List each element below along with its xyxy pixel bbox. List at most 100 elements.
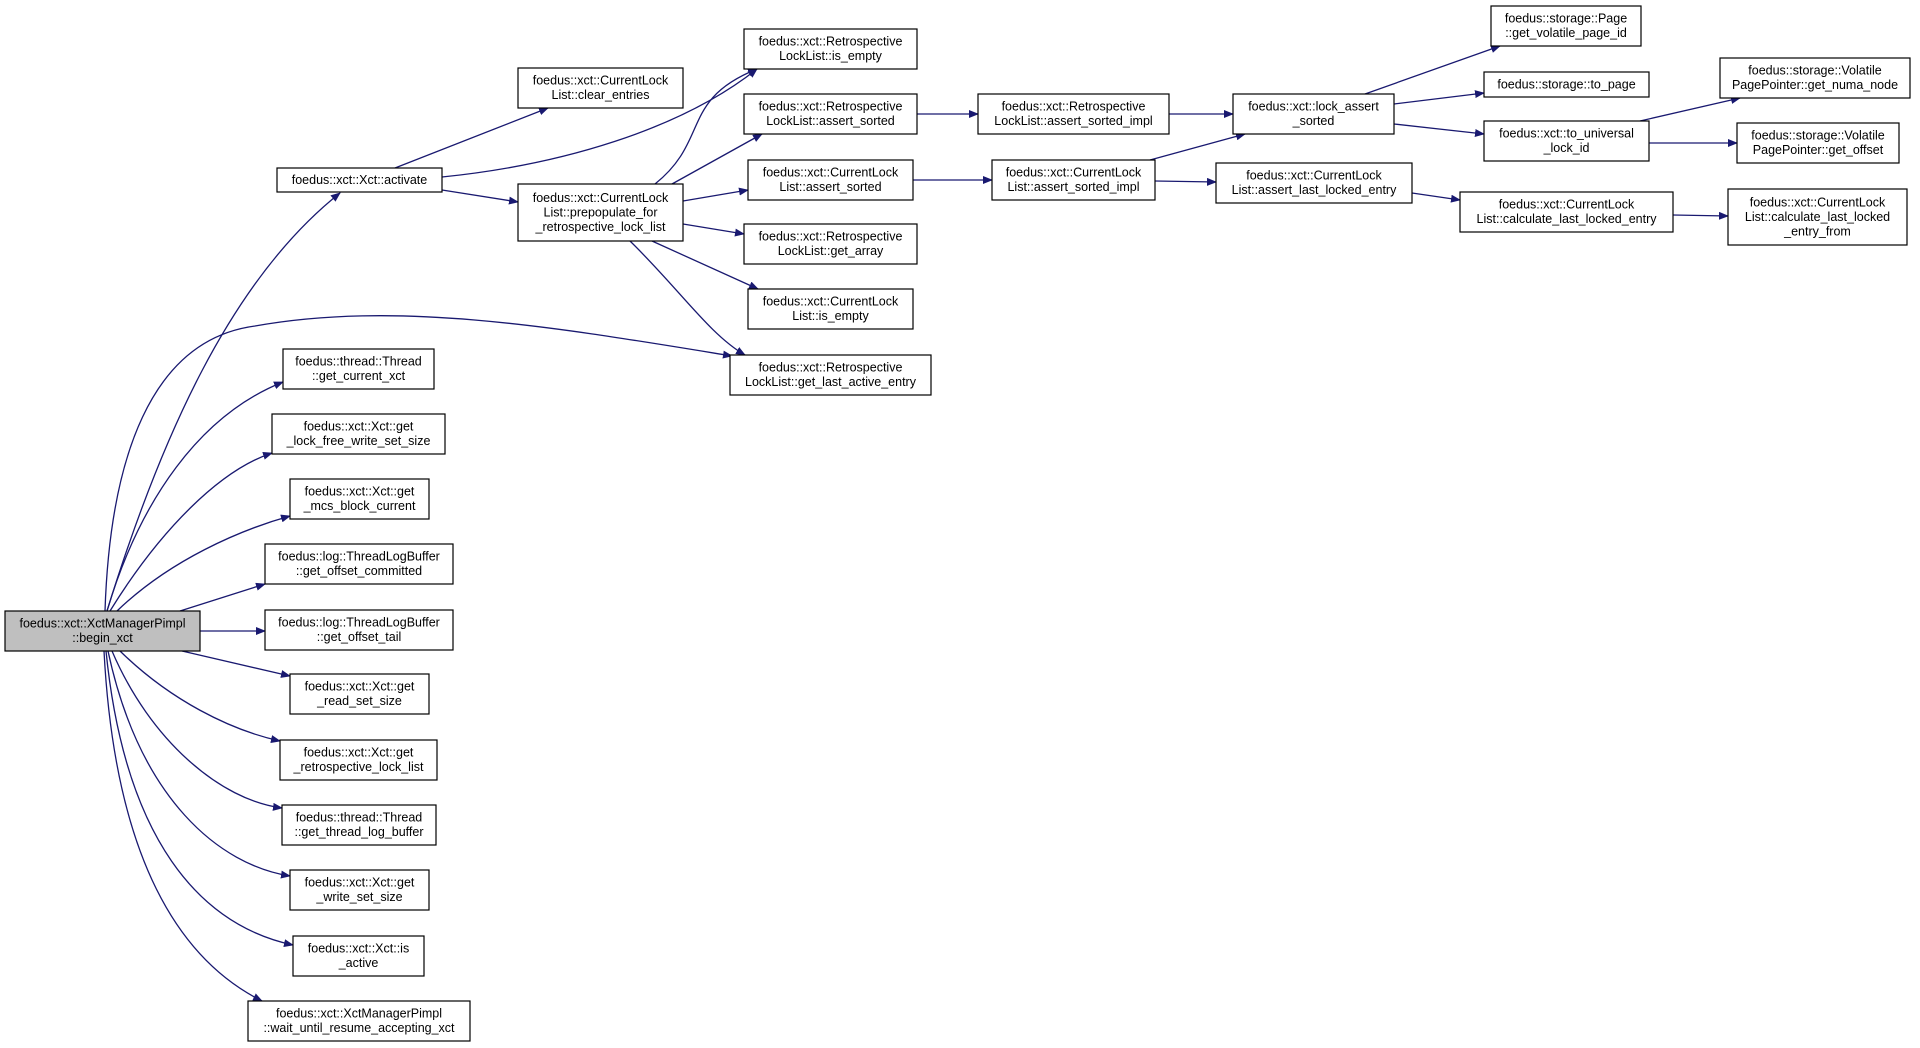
node-cur-assert-sorted-impl[interactable]: foedus::xct::CurrentLockList::assert_sor… [991, 159, 1156, 201]
node-label-line: _retrospective_lock_list [293, 760, 424, 774]
edge-root-to-is_active [105, 650, 294, 948]
node-label-line: foedus::xct::Xct::activate [292, 173, 428, 187]
node-label-line: _lock_id [1543, 141, 1590, 155]
node-get-thread-log[interactable]: foedus::thread::Thread::get_thread_log_b… [281, 804, 437, 846]
node-label-line: foedus::xct::Xct::get [305, 680, 415, 694]
node-label-line: _active [338, 956, 379, 970]
edge-root-to-get_write_set [107, 650, 291, 879]
node-box [1483, 120, 1650, 162]
node-label-line: List::assert_last_locked_entry [1232, 183, 1397, 197]
nodes-layer: foedus::xct::XctManagerPimpl::begin_xctf… [4, 5, 1911, 1042]
node-is-active[interactable]: foedus::xct::Xct::is_active [292, 935, 425, 977]
node-box [281, 804, 437, 846]
node-label-line: ::get_thread_log_buffer [294, 825, 423, 839]
node-activate[interactable]: foedus::xct::Xct::activate [276, 167, 443, 193]
node-clear-entries[interactable]: foedus::xct::CurrentLockList::clear_entr… [517, 67, 684, 109]
node-get-volatile-page-id[interactable]: foedus::storage::Page::get_volatile_page… [1490, 5, 1642, 47]
node-retro-get-array[interactable]: foedus::xct::RetrospectiveLockList::get_… [743, 223, 918, 265]
node-label-line: ::get_offset_tail [317, 630, 402, 644]
node-label-line: foedus::xct::Retrospective [1002, 100, 1146, 114]
node-label-line: LockList::assert_sorted_impl [994, 114, 1152, 128]
node-label-line: foedus::xct::CurrentLock [533, 191, 669, 205]
node-prepopulate[interactable]: foedus::xct::CurrentLockList::prepopulat… [517, 183, 684, 242]
node-box [747, 288, 914, 330]
node-label-line: ::get_volatile_page_id [1505, 26, 1627, 40]
node-box [271, 413, 446, 455]
node-root[interactable]: foedus::xct::XctManagerPimpl::begin_xct [4, 610, 201, 652]
node-assert-last-locked[interactable]: foedus::xct::CurrentLockList::assert_las… [1215, 162, 1413, 204]
node-get-numa-node[interactable]: foedus::storage::VolatilePagePointer::ge… [1719, 57, 1911, 99]
edge-root-to-get_thread_log [111, 650, 283, 811]
node-box [247, 1000, 471, 1042]
node-box [1232, 93, 1395, 135]
node-get-offset-tail[interactable]: foedus::log::ThreadLogBuffer::get_offset… [264, 609, 454, 651]
node-label-line: _write_set_size [315, 890, 402, 904]
node-label-line: foedus::xct::CurrentLock [1499, 198, 1635, 212]
edge-root-to-get_read_set [181, 650, 291, 678]
node-label-line: foedus::xct::lock_assert [1248, 100, 1379, 114]
node-calc-last-locked[interactable]: foedus::xct::CurrentLockList::calculate_… [1459, 191, 1674, 233]
node-label-line: LockList::is_empty [779, 49, 883, 63]
node-box [4, 610, 201, 652]
node-get-write-set[interactable]: foedus::xct::Xct::get_write_set_size [289, 869, 430, 911]
edge-root-to-get_current_xct [106, 381, 284, 612]
node-box [289, 478, 430, 520]
edges-layer [103, 45, 1741, 1002]
node-box [264, 543, 454, 585]
node-box [1727, 188, 1908, 246]
node-retro-assert-sorted[interactable]: foedus::xct::RetrospectiveLockList::asse… [743, 93, 918, 135]
node-label-line: foedus::xct::XctManagerPimpl [19, 617, 185, 631]
edge-root-to-wait_until [103, 650, 263, 1002]
node-to-page[interactable]: foedus::storage::to_page [1483, 71, 1650, 98]
node-box [747, 159, 914, 201]
node-label-line: _retrospective_lock_list [535, 220, 666, 234]
node-box [729, 354, 932, 396]
node-box [977, 93, 1170, 135]
node-label-line: _read_set_size [316, 694, 402, 708]
node-label-line: foedus::log::ThreadLogBuffer [278, 550, 440, 564]
node-wait-until[interactable]: foedus::xct::XctManagerPimpl::wait_until… [247, 1000, 471, 1042]
node-label-line: foedus::xct::CurrentLock [763, 166, 899, 180]
node-get-offset[interactable]: foedus::storage::VolatilePagePointer::ge… [1736, 122, 1900, 164]
node-get-read-set[interactable]: foedus::xct::Xct::get_read_set_size [289, 673, 430, 715]
node-get-mcs[interactable]: foedus::xct::Xct::get_mcs_block_current [289, 478, 430, 520]
node-label-line: foedus::xct::Retrospective [759, 100, 903, 114]
node-to-universal[interactable]: foedus::xct::to_universal_lock_id [1483, 120, 1650, 162]
node-box [743, 93, 918, 135]
node-retro-get-last-active[interactable]: foedus::xct::RetrospectiveLockList::get_… [729, 354, 932, 396]
node-retro-is-empty[interactable]: foedus::xct::RetrospectiveLockList::is_e… [743, 28, 918, 70]
node-get-offset-committed[interactable]: foedus::log::ThreadLogBuffer::get_offset… [264, 543, 454, 585]
node-label-line: foedus::thread::Thread [296, 811, 423, 825]
node-box [289, 869, 430, 911]
node-label-line: foedus::xct::XctManagerPimpl [276, 1007, 442, 1021]
node-get-retro-list[interactable]: foedus::xct::Xct::get_retrospective_lock… [279, 739, 438, 781]
node-label-line: _mcs_block_current [303, 499, 416, 513]
edge-activate-to-retro_is_empty [441, 68, 758, 178]
node-get-lock-free[interactable]: foedus::xct::Xct::get_lock_free_write_se… [271, 413, 446, 455]
node-box [1215, 162, 1413, 204]
node-label-line: foedus::xct::Xct::get [304, 746, 414, 760]
node-get-current-xct[interactable]: foedus::thread::Thread::get_current_xct [282, 348, 435, 390]
node-label-line: foedus::xct::CurrentLock [1750, 195, 1886, 209]
node-label-line: foedus::xct::Xct::get [305, 876, 415, 890]
edge-lock_assert_sorted-to-to_universal [1393, 123, 1485, 137]
node-box [991, 159, 1156, 201]
node-label-line: LockList::get_last_active_entry [745, 375, 917, 389]
node-label-line: List::assert_sorted_impl [1007, 180, 1139, 194]
node-calc-last-locked-from[interactable]: foedus::xct::CurrentLockList::calculate_… [1727, 188, 1908, 246]
node-retro-assert-sorted-impl[interactable]: foedus::xct::RetrospectiveLockList::asse… [977, 93, 1170, 135]
edge-assert_last_locked-to-calc_last_locked [1411, 192, 1461, 203]
node-lock-assert-sorted[interactable]: foedus::xct::lock_assert_sorted [1232, 93, 1395, 135]
node-box [282, 348, 435, 390]
edge-prepopulate-to-cur_is_empty [651, 240, 759, 290]
node-cur-assert-sorted[interactable]: foedus::xct::CurrentLockList::assert_sor… [747, 159, 914, 201]
node-label-line: ::get_current_xct [312, 369, 406, 383]
edge-prepopulate-to-retro_is_empty [654, 68, 758, 185]
node-label-line: foedus::xct::Retrospective [759, 361, 903, 375]
edge-root-to-get_offset_committed [179, 582, 266, 612]
node-box [1736, 122, 1900, 164]
node-label-line: List::assert_sorted [779, 180, 881, 194]
node-label-line: List::calculate_last_locked [1745, 210, 1890, 224]
node-box [743, 223, 918, 265]
